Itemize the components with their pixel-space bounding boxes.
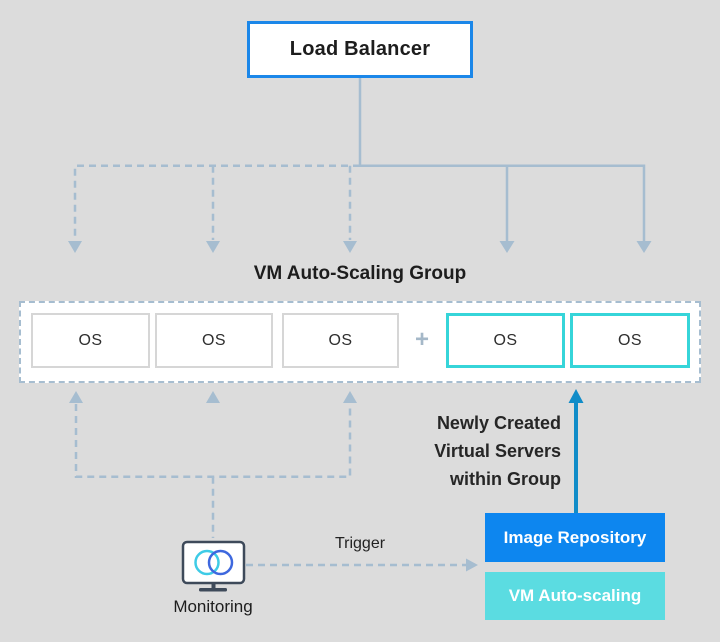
creation-arrowhead	[568, 389, 584, 403]
solid-distribution-line	[360, 164, 646, 241]
os-label: OS	[78, 331, 103, 349]
monitor-stand-base	[199, 588, 227, 592]
monitor-circle-cyan	[194, 549, 220, 576]
vm-os-box-existing-3: OS	[282, 313, 399, 368]
vm-autoscaling-box: VM Auto-scaling	[485, 572, 665, 620]
os-label: OS	[617, 331, 643, 349]
up-arrowhead	[343, 391, 357, 403]
trigger-label: Trigger	[334, 535, 386, 552]
vm-autoscaling-label: VM Auto-scaling	[508, 586, 642, 605]
newly-created-label: Newly Created Virtual Servers within Gro…	[395, 409, 561, 493]
monitor-circle-blue	[207, 549, 234, 576]
monitor-screen	[181, 540, 246, 585]
monitoring-icon	[181, 540, 246, 592]
up-arrowhead	[206, 391, 220, 403]
monitoring-feedback-line	[74, 404, 352, 478]
dashed-distribution-line	[73, 164, 360, 240]
vm-os-box-existing-2: OS	[155, 313, 273, 368]
os-label: OS	[328, 331, 353, 349]
vm-os-box-new-2: OS	[570, 313, 690, 368]
vm-os-box-new-1: OS	[446, 313, 565, 368]
monitor-stand-neck	[211, 583, 216, 589]
right-arrowhead	[466, 558, 478, 572]
down-arrowhead	[499, 241, 515, 253]
os-label: OS	[201, 331, 227, 349]
newly-created-line-2: Virtual Servers	[434, 441, 561, 461]
up-arrowhead	[69, 391, 83, 403]
newly-created-line-1: Newly Created	[436, 413, 561, 433]
down-arrowhead	[68, 241, 82, 253]
plus-sign: +	[414, 326, 429, 353]
vm-os-box-existing-1: OS	[31, 313, 150, 368]
image-repository-label: Image Repository	[503, 527, 647, 547]
os-label: OS	[493, 331, 518, 349]
vm-group-container: OS OS OS + OS OS	[19, 301, 701, 383]
image-repository-box: Image Repository	[485, 513, 665, 562]
down-arrowhead	[636, 241, 652, 253]
down-arrowhead	[206, 241, 220, 253]
monitoring-label: Monitoring	[173, 597, 253, 616]
load-balancer-box: Load Balancer	[247, 21, 473, 78]
down-arrowhead	[343, 241, 357, 253]
newly-created-line-3: within Group	[450, 469, 561, 489]
vm-group-title: VM Auto-Scaling Group	[253, 263, 467, 284]
load-balancer-label: Load Balancer	[289, 38, 431, 60]
